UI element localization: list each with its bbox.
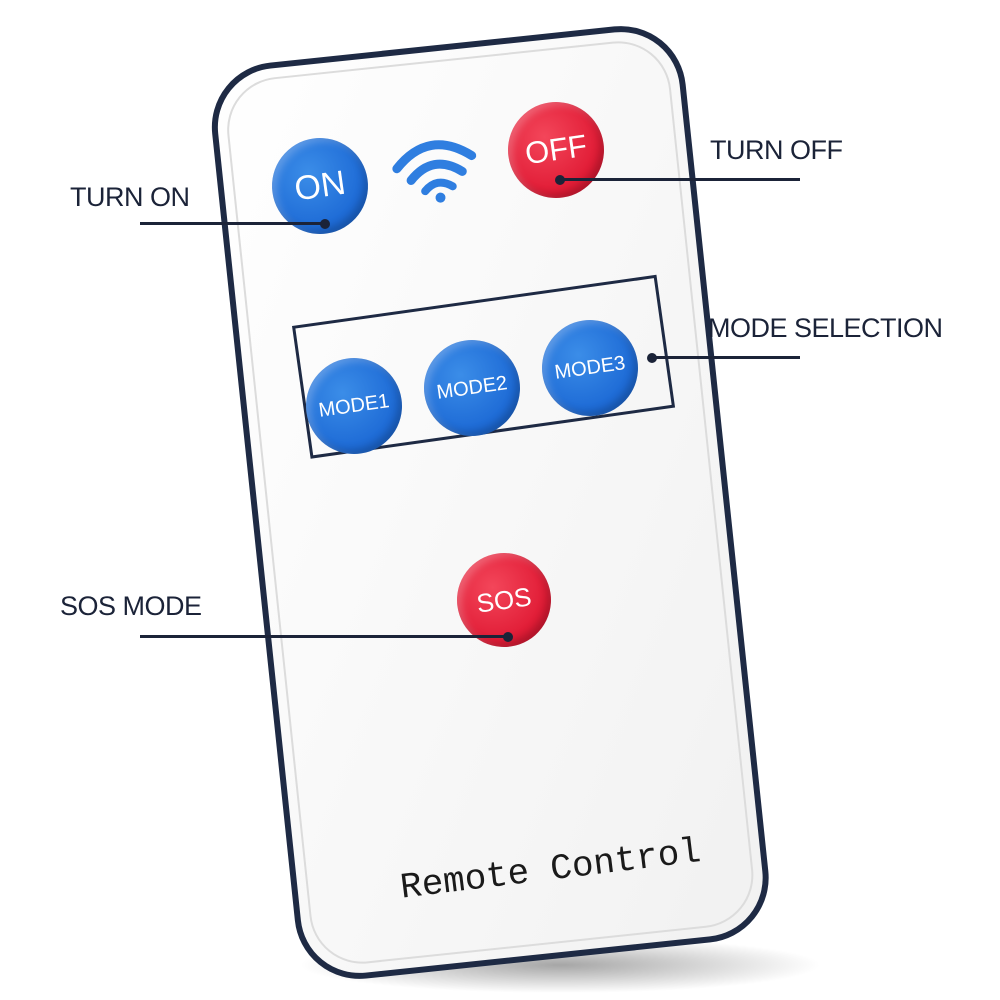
mode3-button-label: MODE3: [553, 351, 627, 384]
turn-off-leader-line: [560, 178, 800, 181]
mode2-button-label: MODE2: [435, 371, 509, 404]
turn-on-leader-dot: [320, 219, 330, 229]
turn-on-leader-line: [140, 222, 325, 225]
turn-off-callout: TURN OFF: [710, 135, 843, 165]
turn-on-callout: TURN ON: [70, 182, 190, 212]
sos-mode-callout: SOS MODE: [60, 591, 202, 621]
turn-off-leader-dot: [555, 175, 565, 185]
remote-outline: [211, 26, 769, 979]
wifi-icon: [392, 140, 477, 203]
mode-selection-callout: MODE SELECTION: [708, 313, 943, 343]
sos-button-label: SOS: [474, 580, 534, 619]
mode-selection-leader-dot: [647, 353, 657, 363]
mode-selection-leader-line: [652, 356, 800, 359]
sos-mode-leader-dot: [503, 632, 513, 642]
sos-mode-leader-line: [140, 635, 510, 638]
off-button-label: OFF: [522, 127, 590, 172]
on-button-label: ON: [292, 163, 348, 208]
mode1-button-label: MODE1: [317, 389, 391, 422]
